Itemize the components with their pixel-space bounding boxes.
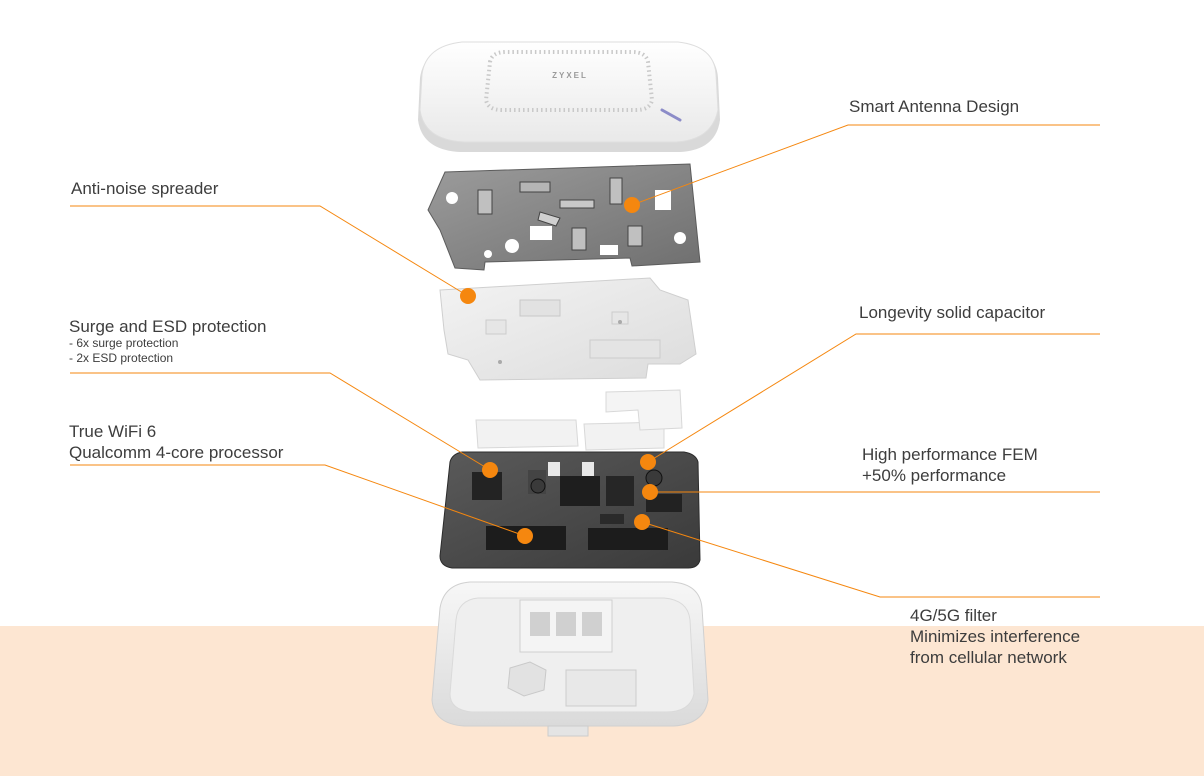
base-housing: [431, 581, 709, 737]
leader-filter: [641, 521, 1100, 598]
callout-markers: [460, 197, 658, 544]
marker-wifi6: [517, 528, 533, 544]
status-led: [660, 108, 682, 122]
label-smart-antenna: Smart Antenna Design: [849, 97, 1020, 116]
brand-logo: ZYXEL: [552, 71, 588, 80]
label-surge-esd-title: Surge and ESD protection: [69, 317, 267, 336]
anti-noise-plate: [439, 277, 697, 381]
leader-wifi6: [70, 464, 526, 537]
leader-longevity: [647, 333, 1100, 463]
label-wifi6: True WiFi 6 Qualcomm 4-core processor: [69, 422, 284, 462]
marker-fem: [642, 484, 658, 500]
antenna-board: [427, 163, 701, 271]
label-surge-esd-details: - 6x surge protection - 2x ESD protectio…: [69, 336, 179, 365]
shield-caps: [475, 389, 683, 451]
marker-anti-noise: [460, 288, 476, 304]
marker-smart-antenna: [624, 197, 640, 213]
label-longevity: Longevity solid capacitor: [859, 303, 1046, 322]
label-filter: 4G/5G filter Minimizes interference from…: [910, 606, 1081, 667]
main-pcb: [439, 451, 701, 569]
leader-surge-esd: [70, 372, 491, 471]
leader-smart-antenna: [631, 124, 1100, 206]
marker-longevity: [640, 454, 656, 470]
leader-anti-noise: [70, 205, 469, 297]
top-cover: ZYXEL: [418, 41, 720, 152]
label-fem: High performance FEM +50% performance: [862, 445, 1038, 485]
leader-lines: [70, 124, 1100, 598]
marker-filter: [634, 514, 650, 530]
marker-surge-esd: [482, 462, 498, 478]
label-anti-noise: Anti-noise spreader: [71, 179, 219, 198]
